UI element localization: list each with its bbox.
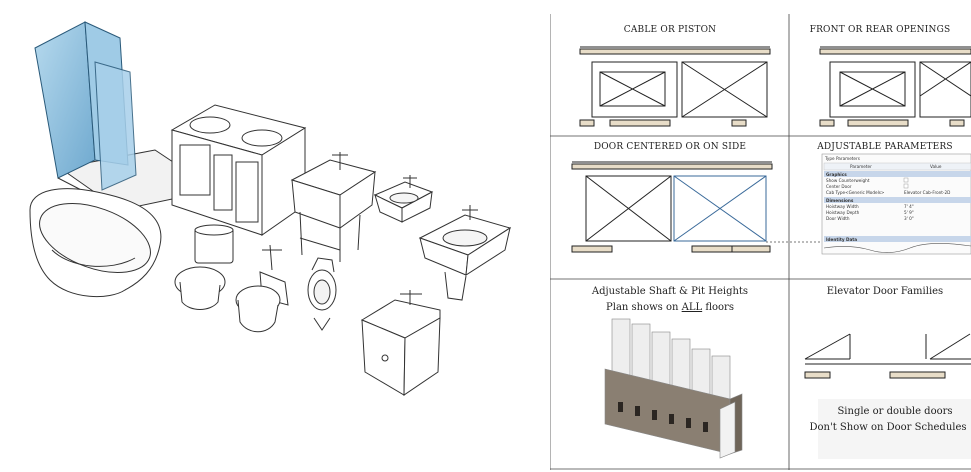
params-checkbox-center-door[interactable]	[903, 183, 909, 189]
bathtub	[29, 188, 162, 298]
params-row-label: Center Door	[826, 184, 852, 189]
params-row-label: Door Width	[826, 216, 850, 221]
params-row-label: Hoistway Width	[826, 204, 859, 209]
panel-cable-piston: CABLE OR PISTON	[579, 25, 771, 127]
params-group-dimensions: Dimensions	[826, 198, 854, 203]
params-row-value: Elevator Cab-Front-2D	[904, 190, 950, 195]
panel-shaft: Adjustable Shaft & Pit Heights Plan show…	[591, 286, 748, 459]
params-table-heading: Type Parameters	[824, 156, 860, 161]
wall-sink	[373, 175, 434, 223]
params-row-value: 5' 9"	[904, 210, 914, 215]
params-group-graphics: Graphics	[826, 172, 847, 177]
toilet-wall	[235, 244, 289, 333]
panel-front-title: FRONT OR REAR OPENINGS	[810, 25, 951, 35]
shaft-3d-model	[604, 318, 743, 459]
panel-shaft-line2: Plan shows on ALL floors	[606, 302, 734, 313]
panel-door-title: DOOR CENTERED OR ON SIDE	[594, 142, 746, 152]
panel-params: ADJUSTABLE PARAMETERS Type Parameters Pa…	[816, 142, 971, 255]
params-table: Type Parameters Parameter Value Graphics…	[821, 153, 971, 255]
toilet-tank	[174, 224, 234, 310]
panel-families-line1: Single or double doors	[837, 406, 952, 417]
panel-door-families: Elevator Door Families Single or double …	[804, 286, 971, 459]
utility-sink	[290, 152, 377, 262]
pedestal-sink	[418, 205, 512, 301]
panel-door-position: DOOR CENTERED OR ON SIDE	[571, 142, 820, 253]
params-col-param: Parameter	[850, 164, 872, 169]
params-row-label: Hoistway Depth	[826, 210, 860, 215]
panel-params-title: ADJUSTABLE PARAMETERS	[816, 142, 953, 152]
params-row-value: 7' 4"	[904, 204, 914, 209]
panel-front-rear: FRONT OR REAR OPENINGS	[810, 25, 971, 127]
mop-sink	[360, 290, 441, 396]
double-vanity	[170, 104, 307, 236]
urinal	[307, 257, 337, 331]
params-row-label: Cab Type<Generic Models>	[826, 190, 885, 195]
fixtures-illustration	[29, 21, 512, 396]
panel-families-title: Elevator Door Families	[827, 286, 943, 297]
params-row-label: Show Counterweight	[826, 178, 870, 183]
panel-cable-title: CABLE OR PISTON	[624, 25, 716, 35]
panel-families-line2: Don't Show on Door Schedules	[809, 422, 966, 433]
params-col-value: Value	[930, 164, 942, 169]
params-checkbox-counterweight[interactable]	[903, 177, 909, 183]
elevator-panels: CABLE OR PISTON FRONT OR REAR OPENINGS	[550, 14, 971, 470]
params-group-identity: Identity Data	[826, 237, 857, 242]
panel-shaft-line1: Adjustable Shaft & Pit Heights	[591, 286, 748, 297]
params-row-value: 3' 0"	[904, 216, 914, 221]
